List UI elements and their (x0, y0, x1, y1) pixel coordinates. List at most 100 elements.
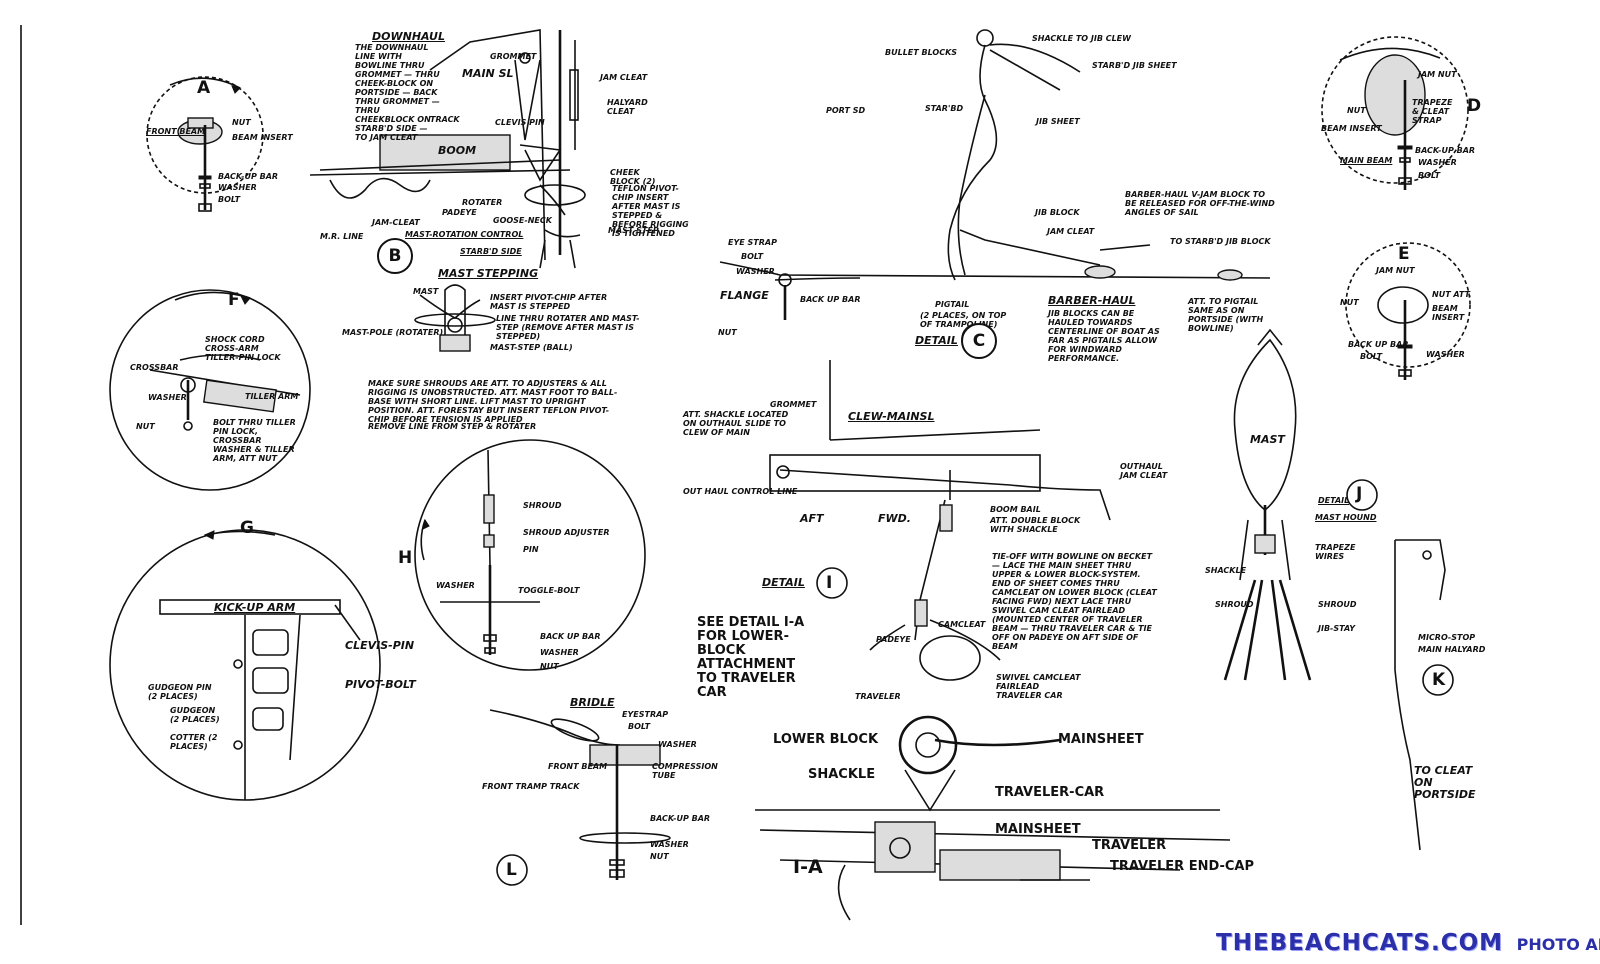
mast-rotation-title: MAST-ROTATION CONTROL (405, 230, 524, 239)
to-starbd-jib-block-label: TO STARB'D JIB BLOCK (1170, 237, 1271, 246)
beam-insert-label: BEAM INSERT (232, 133, 293, 142)
mast-step-ball-label: MAST-STEP (BALL) (490, 343, 573, 352)
shroud-adjuster-label: SHROUD ADJUSTER (523, 528, 610, 537)
bolt-label: BOLT (741, 252, 764, 261)
grommet-label: GROMMET (770, 400, 817, 409)
grommet-label: GROMMET (490, 52, 537, 61)
crossbar-label: CROSSBAR (130, 363, 179, 372)
tiller-arm-label: TILLER ARM (245, 392, 299, 401)
detail-i-letter: I (826, 573, 833, 593)
clevis-pin-label: CLEVIS-PIN (345, 639, 415, 652)
outhaul-control-label: OUT HAUL CONTROL LINE (683, 487, 798, 496)
beam-insert-label: BEAM INSERT (1321, 124, 1382, 133)
detail-c-badge: C (961, 323, 997, 359)
jam-nut-label: JAM NUT (1418, 70, 1457, 79)
to-cleat-label: TO CLEAT ON PORTSIDE (1414, 764, 1476, 801)
insert-pivot-chip-label: INSERT PIVOT-CHIP AFTER MAST IS STEPPED (490, 293, 608, 311)
eyestrap-label: EYESTRAP (622, 710, 669, 719)
cotter-label: COTTER (2 PLACES) (170, 733, 218, 751)
kick-up-arm-label: KICK-UP ARM (214, 601, 296, 614)
compression-tube-label: COMPRESSION TUBE (652, 762, 718, 780)
bolt-label: BOLT (1360, 352, 1383, 361)
detail-c-drawing (719, 29, 1271, 355)
traveler-car-label: TRAVELER-CAR (995, 785, 1105, 800)
swivel-camcleat-label: SWIVEL CAMCLEAT FAIRLEAD TRAVELER CAR (996, 673, 1081, 700)
pivot-bolt-label: PIVOT-BOLT (345, 678, 416, 691)
lower-block-label: LOWER BLOCK (773, 732, 879, 747)
front-beam-label: FRONT BEAM (548, 762, 608, 771)
nut-label: NUT (540, 662, 559, 671)
detail-k-letter: K (1432, 670, 1446, 690)
tie-off-note: TIE-OFF WITH BOWLINE ON BECKET — LACE TH… (992, 552, 1157, 651)
mast-label: MAST (1250, 433, 1285, 446)
detail-l-drawing (489, 709, 671, 886)
detail-b-badge: B (377, 238, 413, 274)
detail-j-detail-label: DETAIL (1318, 496, 1350, 505)
padeye-label: PADEYE (876, 635, 911, 644)
detail-f-letter: F (228, 290, 240, 310)
detail-k-drawing (1394, 539, 1454, 851)
micro-stop-label: MICRO-STOP (1418, 633, 1476, 642)
halyard-cleat-label: HALYARD CLEAT (607, 98, 648, 116)
stepping-note: MAKE SURE SHROUDS ARE ATT. TO ADJUSTERS … (368, 379, 618, 424)
barber-haul-v-jam-label: BARBER-HAUL V-JAM BLOCK TO BE RELEASED F… (1125, 190, 1275, 217)
downhaul-text: THE DOWNHAUL LINE WITH BOWLINE THRU GROM… (355, 43, 440, 142)
detail-j-letter: J (1356, 484, 1363, 504)
back-up-bar-label: BACK UP BAR (1348, 340, 1409, 349)
toggle-bolt-label: TOGGLE-BOLT (518, 586, 580, 595)
detail-d-drawing (1321, 36, 1469, 190)
detail-c-detail-label: DETAIL (915, 334, 958, 347)
starbd-label: STAR'BD (925, 104, 964, 113)
pin-label: PIN (523, 545, 539, 554)
bridle-label: BRIDLE (570, 696, 615, 709)
jib-sheet-label: JIB SHEET (1036, 117, 1080, 126)
att-double-block-label: ATT. DOUBLE BLOCK WITH SHACKLE (990, 516, 1081, 534)
boom-label: BOOM (438, 144, 477, 157)
nut-label: NUT (1347, 106, 1366, 115)
traveler-label: TRAVELER (1092, 838, 1167, 853)
teflon-pivot-note: TEFLON PIVOT-CHIP INSERT AFTER MAST IS S… (612, 184, 689, 238)
nut-label: NUT (1340, 298, 1359, 307)
jam-cleat-label: JAM CLEAT (1047, 227, 1095, 236)
boom-bail-label: BOOM BAIL (990, 505, 1041, 514)
front-tramp-track-label: FRONT TRAMP TRACK (482, 782, 580, 791)
detail-h-letter: H (398, 548, 413, 568)
bolt-label: BOLT (218, 195, 241, 204)
detail-i-detail-label: DETAIL (762, 576, 805, 589)
mast-stepping-title: MAST STEPPING (438, 267, 539, 280)
watermark-albums: PHOTO ALBUMS (1516, 935, 1600, 954)
mr-line-label: M.R. LINE (320, 232, 364, 241)
shroud-label: SHROUD (523, 501, 562, 510)
front-beam-label: FRONT BEAM (146, 127, 206, 136)
back-up-bar-label: BACK UP BAR (800, 295, 861, 304)
padeye-label: PADEYE (442, 208, 477, 217)
bolt-label: BOLT (628, 722, 651, 731)
detail-a-drawing (146, 76, 264, 212)
jib-block-label: JIB BLOCK (1035, 208, 1080, 217)
detail-g-drawing (109, 529, 381, 801)
nut-label: NUT (232, 118, 251, 127)
washer-label: WASHER (736, 267, 775, 276)
detail-l-letter: L (506, 860, 517, 880)
detail-ia-label: I-A (793, 856, 823, 878)
detail-h-drawing (414, 439, 646, 671)
mainsheet-label: MAINSHEET (1058, 732, 1144, 747)
gudgeon-pin-label: GUDGEON PIN (2 PLACES) (148, 683, 212, 701)
detail-a-letter: A (197, 78, 211, 98)
clew-mainsl-label: CLEW-MAINSL (848, 410, 935, 423)
washer-2-label: WASHER (650, 840, 689, 849)
main-beam-label: MAIN BEAM (1340, 156, 1393, 165)
detail-f-drawing (109, 289, 311, 491)
main-sl-label: MAIN SL (462, 67, 514, 80)
detail-d-letter: D (1467, 96, 1482, 116)
goose-neck-label: GOOSE-NECK (493, 216, 552, 225)
beam-insert-label: BEAM INSERT (1432, 304, 1465, 322)
flange-label: FLANGE (720, 289, 769, 302)
jam-cleat-label: JAM CLEAT (600, 73, 648, 82)
site-watermark[interactable]: THEBEACHCATS.COM PHOTO ALBUMS (1216, 930, 1600, 956)
mast-pole-label: MAST-POLE (ROTATER) (342, 328, 444, 337)
line-thru-rotater-label: LINE THRU ROTATER AND MAST-STEP (REMOVE … (496, 314, 640, 341)
traveler-end-cap-label: TRAVELER END-CAP (1110, 859, 1255, 874)
washer-label: WASHER (436, 581, 475, 590)
